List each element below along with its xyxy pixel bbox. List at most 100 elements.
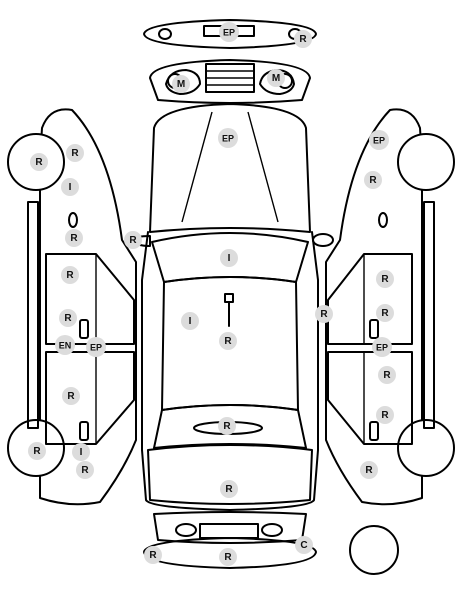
- damage-marker-circle: [220, 249, 238, 267]
- damage-marker-r[interactable]: R: [28, 442, 46, 460]
- damage-marker-en[interactable]: EN: [55, 335, 75, 355]
- damage-marker-circle: [376, 270, 394, 288]
- damage-marker-label: R: [70, 233, 78, 244]
- damage-marker-m[interactable]: M: [267, 69, 285, 87]
- damage-marker-label: R: [369, 175, 377, 186]
- damage-marker-circle: [61, 178, 79, 196]
- damage-marker-circle: [376, 406, 394, 424]
- damage-marker-label: M: [272, 73, 280, 84]
- damage-marker-circle: [372, 337, 392, 357]
- damage-marker-r[interactable]: R: [62, 387, 80, 405]
- damage-marker-r[interactable]: R: [219, 548, 237, 566]
- damage-marker-r[interactable]: R: [144, 546, 162, 564]
- damage-marker-circle: [55, 335, 75, 355]
- car-body[interactable]: [129, 103, 334, 511]
- damage-marker-label: C: [300, 540, 307, 551]
- damage-marker-r[interactable]: R: [65, 229, 83, 247]
- damage-marker-label: R: [365, 465, 373, 476]
- damage-marker-label: R: [224, 552, 232, 563]
- damage-marker-circle: [267, 69, 285, 87]
- damage-marker-label: R: [67, 391, 75, 402]
- damage-marker-label: R: [381, 410, 389, 421]
- damage-marker-circle: [172, 75, 190, 93]
- damage-marker-circle: [61, 266, 79, 284]
- damage-marker-r[interactable]: R: [59, 309, 77, 327]
- damage-marker-r[interactable]: R: [219, 332, 237, 350]
- damage-marker-label: R: [81, 465, 89, 476]
- damage-marker-r[interactable]: R: [30, 153, 48, 171]
- damage-marker-ep[interactable]: EP: [372, 337, 392, 357]
- damage-marker-circle: [76, 461, 94, 479]
- damage-marker-r[interactable]: R: [315, 305, 333, 323]
- damage-marker-r[interactable]: R: [376, 270, 394, 288]
- damage-marker-i[interactable]: I: [72, 443, 90, 461]
- damage-marker-circle: [218, 128, 238, 148]
- damage-marker-ep[interactable]: EP: [219, 22, 239, 42]
- damage-marker-circle: [124, 231, 142, 249]
- damage-marker-r[interactable]: R: [376, 304, 394, 322]
- damage-marker-label: I: [228, 253, 231, 264]
- damage-marker-label: R: [224, 336, 232, 347]
- damage-marker-label: R: [64, 313, 72, 324]
- damage-marker-label: I: [80, 447, 83, 458]
- spare-tire[interactable]: [349, 525, 399, 575]
- damage-marker-m[interactable]: M: [172, 75, 190, 93]
- damage-marker-label: EP: [222, 134, 234, 144]
- damage-marker-label: R: [381, 274, 389, 285]
- damage-marker-label: R: [223, 421, 231, 432]
- damage-marker-i[interactable]: I: [220, 249, 238, 267]
- damage-marker-circle: [30, 153, 48, 171]
- damage-marker-circle: [364, 171, 382, 189]
- damage-marker-label: R: [33, 446, 41, 457]
- damage-marker-c[interactable]: C: [295, 536, 313, 554]
- damage-marker-r[interactable]: R: [66, 144, 84, 162]
- damage-marker-ep[interactable]: EP: [218, 128, 238, 148]
- damage-marker-circle: [181, 312, 199, 330]
- damage-marker-circle: [66, 144, 84, 162]
- right-side-panel[interactable]: [325, 108, 455, 506]
- damage-marker-circle: [378, 366, 396, 384]
- damage-marker-circle: [72, 443, 90, 461]
- damage-marker-label: I: [189, 316, 192, 327]
- damage-marker-label: EN: [59, 341, 72, 351]
- damage-marker-circle: [219, 332, 237, 350]
- damage-marker-r[interactable]: R: [378, 366, 396, 384]
- damage-marker-circle: [220, 480, 238, 498]
- damage-marker-label: M: [177, 79, 185, 90]
- damage-marker-circle: [65, 229, 83, 247]
- damage-marker-r[interactable]: R: [76, 461, 94, 479]
- damage-marker-label: R: [66, 270, 74, 281]
- damage-marker-i[interactable]: I: [181, 312, 199, 330]
- damage-marker-r[interactable]: R: [61, 266, 79, 284]
- damage-marker-circle: [294, 30, 312, 48]
- damage-marker-label: R: [71, 148, 79, 159]
- damage-marker-circle: [218, 417, 236, 435]
- damage-marker-label: R: [149, 550, 157, 561]
- damage-marker-label: I: [69, 182, 72, 193]
- damage-marker-circle: [219, 548, 237, 566]
- damage-marker-r[interactable]: R: [220, 480, 238, 498]
- damage-marker-circle: [62, 387, 80, 405]
- damage-marker-r[interactable]: R: [294, 30, 312, 48]
- damage-marker-r[interactable]: R: [364, 171, 382, 189]
- damage-marker-ep[interactable]: EP: [369, 130, 389, 150]
- damage-marker-circle: [369, 130, 389, 150]
- left-side-panel[interactable]: [7, 108, 137, 506]
- damage-marker-label: EP: [90, 343, 102, 353]
- damage-marker-r[interactable]: R: [376, 406, 394, 424]
- damage-marker-label: R: [383, 370, 391, 381]
- damage-marker-circle: [376, 304, 394, 322]
- damage-marker-circle: [59, 309, 77, 327]
- damage-marker-r[interactable]: R: [218, 417, 236, 435]
- damage-marker-r[interactable]: R: [360, 461, 378, 479]
- damage-marker-circle: [28, 442, 46, 460]
- damage-marker-r[interactable]: R: [124, 231, 142, 249]
- damage-marker-label: R: [225, 484, 233, 495]
- damage-marker-label: R: [381, 308, 389, 319]
- damage-marker-circle: [315, 305, 333, 323]
- damage-marker-i[interactable]: I: [61, 178, 79, 196]
- damage-marker-label: EP: [223, 28, 235, 38]
- damage-marker-ep[interactable]: EP: [86, 337, 106, 357]
